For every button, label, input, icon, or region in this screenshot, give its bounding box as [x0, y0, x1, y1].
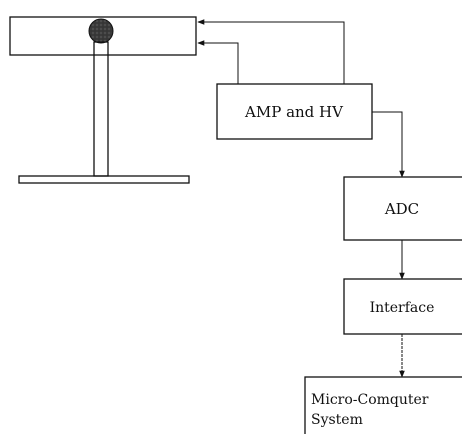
amp-hv-label: AMP and HV — [244, 103, 344, 121]
adc-box — [343, 176, 462, 241]
detector-housing — [9, 16, 197, 56]
amp-to-adc-arrow — [372, 111, 405, 178]
lower-feedback-line — [197, 40, 239, 84]
interface-label: Interface — [370, 300, 435, 316]
amp-to-detector-connections — [197, 19, 345, 84]
detector-apparatus — [9, 16, 197, 184]
micro-computer-label-line1: Micro-Comquter — [311, 392, 429, 408]
interface-box — [343, 278, 462, 335]
micro-computer-block: Micro-Comquter System — [304, 376, 462, 434]
amp-hv-block: AMP and HV — [216, 83, 373, 140]
interface-block: Interface — [343, 278, 462, 335]
micro-computer-label-line2: System — [311, 412, 363, 428]
adc-block: ADC — [343, 176, 462, 241]
upper-feedback-line — [197, 19, 345, 84]
detector-base — [18, 175, 190, 184]
detector-ball — [88, 18, 114, 44]
adc-label: ADC — [384, 200, 419, 218]
detector-post — [93, 41, 109, 177]
micro-computer-box — [304, 376, 462, 434]
